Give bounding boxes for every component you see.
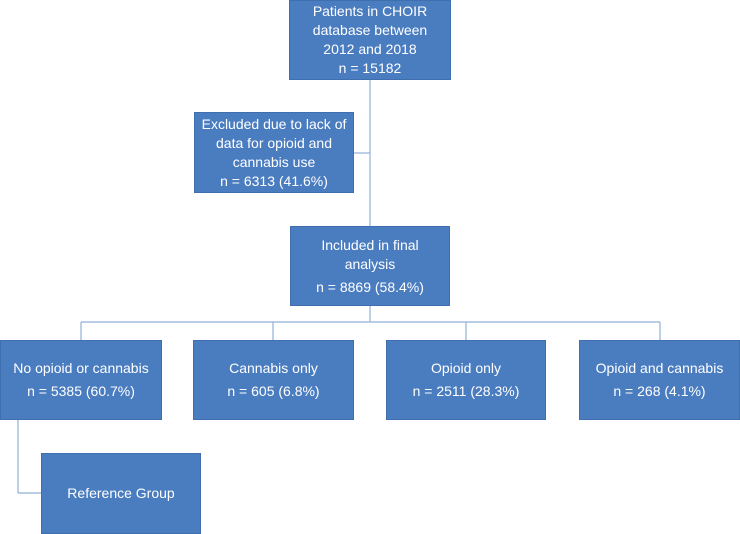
group-label: Opioid and cannabis [595,360,724,376]
excluded-line2: data for opioid and [216,134,332,151]
excluded-line1: Excluded due to lack of [201,115,347,132]
excluded-count: n = 6313 (41.6%) [220,172,328,189]
included-line1: Included in final [321,236,419,253]
box-group-opioid-only: Opioid only n = 2511 (28.3%) [386,340,546,420]
group-label: Cannabis only [229,360,318,376]
box-excluded: Excluded due to lack of data for opioid … [194,112,354,193]
all-patients-count: n = 15182 [338,60,402,76]
group-count: n = 2511 (28.3%) [412,383,520,399]
reference-label: Reference Group [67,485,175,501]
group-label: No opioid or cannabis [13,360,149,376]
box-group-cannabis-only: Cannabis only n = 605 (6.8%) [193,340,354,420]
all-patients-line2: database between [312,22,428,38]
group-count: n = 268 (4.1%) [613,383,706,399]
all-patients-line3: 2012 and 2018 [323,41,417,57]
box-reference-group: Reference Group [41,453,201,534]
box-included: Included in final analysis n = 8869 (58.… [290,226,450,306]
group-label: Opioid only [430,360,502,376]
included-count: n = 8869 (58.4%) [316,278,424,295]
all-patients-line1: Patients in CHOIR [312,3,428,19]
included-line2: analysis [344,255,396,272]
group-count: n = 605 (6.8%) [227,383,320,399]
group-count: n = 5385 (60.7%) [27,383,135,399]
box-all-patients: Patients in CHOIR database between 2012 … [289,0,451,80]
box-group-opioid-and-cannabis: Opioid and cannabis n = 268 (4.1%) [579,340,740,420]
box-group-no-opioid-cannabis: No opioid or cannabis n = 5385 (60.7%) [0,340,162,420]
excluded-line3: cannabis use [232,153,316,170]
